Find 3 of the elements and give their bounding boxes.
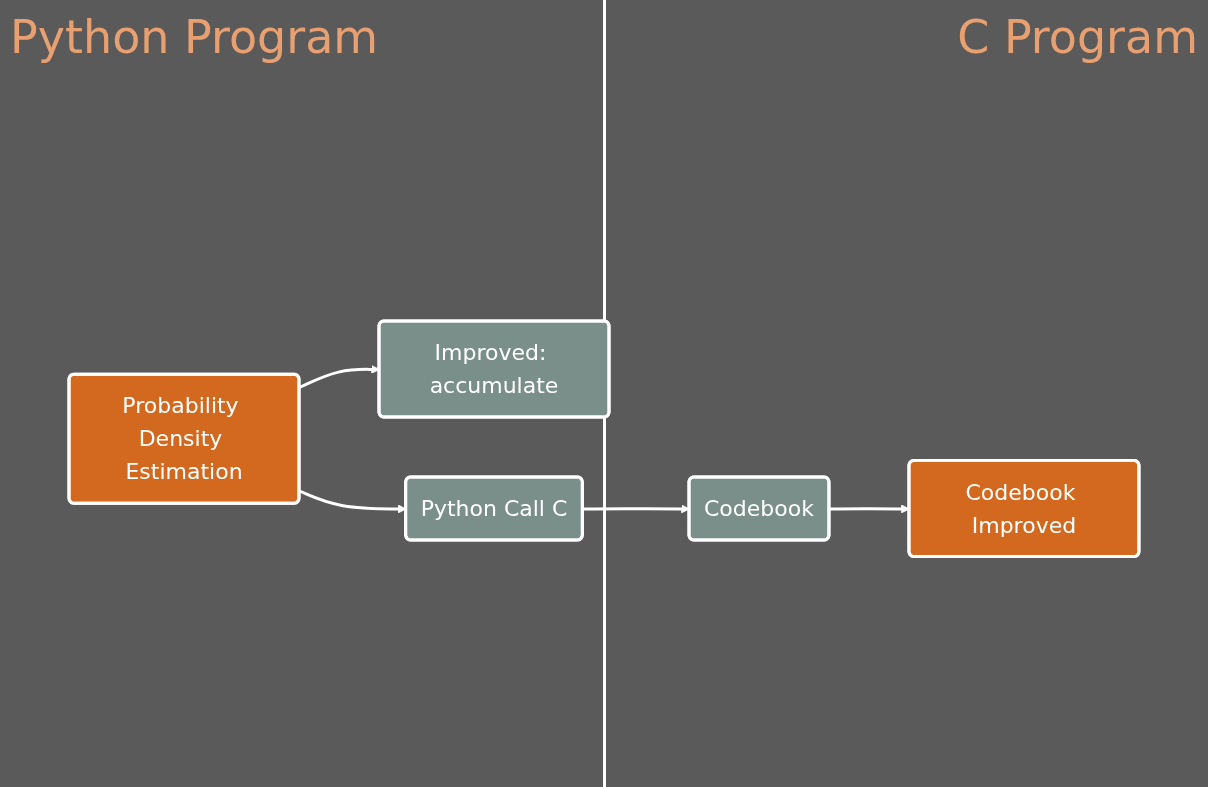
section-heading: Python Program [10, 10, 379, 64]
section-heading: C Program [957, 10, 1198, 64]
arrow [582, 504, 690, 514]
